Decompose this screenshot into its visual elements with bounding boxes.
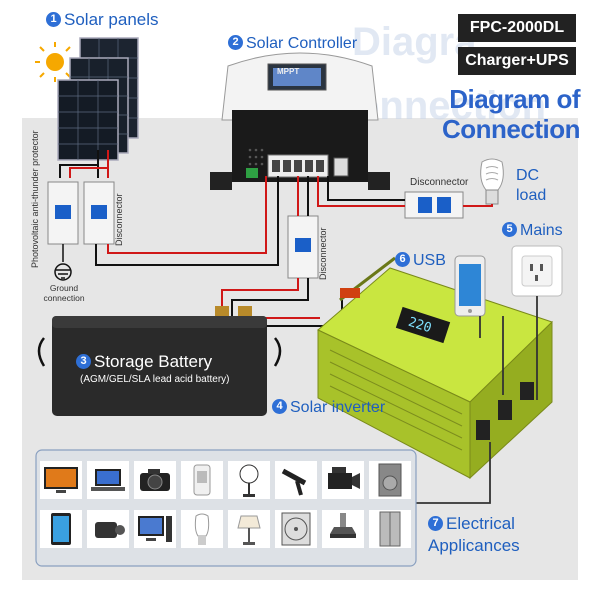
battery-disconnector <box>287 215 319 279</box>
mains-socket-icon <box>511 245 563 297</box>
solar-controller-icon <box>210 52 390 190</box>
watermark-line2: onnection <box>355 84 547 128</box>
battery-disconnector-label: Disconnector <box>318 227 328 280</box>
solar-inverter-icon <box>317 256 553 480</box>
solar-panels-icon <box>57 37 139 161</box>
pv-disconnector-label: Disconnector <box>114 193 124 246</box>
dc-disconnector-label: Disconnector <box>410 177 469 188</box>
tablet-icon <box>40 510 82 548</box>
camera-icon <box>134 461 176 499</box>
dc-load-bulb-icon <box>480 158 504 205</box>
phone-icon <box>454 255 486 317</box>
camcorder-icon <box>87 510 129 548</box>
ground-line2: connection <box>43 293 85 303</box>
title-line1: Diagram of <box>449 84 580 114</box>
watermark-line1: Diagra <box>352 20 477 64</box>
dc-load-label: DC load <box>516 166 546 206</box>
storage-battery-text: Storage Battery <box>94 352 213 371</box>
dc-disconnector <box>404 191 464 219</box>
solar-panels-text: Solar panels <box>64 10 159 29</box>
number-badge: 4 <box>272 399 287 415</box>
air-purifier-icon <box>181 461 223 499</box>
photovoltaic-protector <box>47 181 115 245</box>
bulb-icon <box>181 510 223 548</box>
battery-types-text: (AGM/GEL/SLA lead acid battery) <box>80 374 230 385</box>
solar-inverter-text: Solar inverter <box>290 399 386 416</box>
number-badge: 3 <box>76 354 91 370</box>
photovoltaic-label: Photovoltaic anti-thunder protector <box>30 130 40 268</box>
tv-icon <box>40 461 82 499</box>
usb-text: USB <box>413 252 446 269</box>
hair-dryer-icon <box>275 461 317 499</box>
number-badge: 1 <box>46 12 61 28</box>
number-badge: 6 <box>395 252 410 268</box>
page-title: Diagram of Connection <box>442 84 581 144</box>
type-badge: Charger+UPS <box>458 47 576 75</box>
number-badge: 5 <box>502 222 517 238</box>
electrical-line2: Applicances <box>428 536 520 555</box>
ground-icon <box>54 244 72 281</box>
mains-text: Mains <box>520 222 563 239</box>
box-fan-icon <box>275 510 317 548</box>
number-badge: 2 <box>228 35 243 51</box>
ground-line1: Ground <box>49 283 79 293</box>
video-camera-icon <box>322 461 364 499</box>
desktop-icon <box>134 510 176 548</box>
dc-load-line2: load <box>516 187 547 204</box>
ground-label: Ground connection <box>38 283 90 303</box>
laptop-icon <box>87 461 129 499</box>
number-badge: 7 <box>428 516 443 532</box>
model-badge: FPC-2000DL <box>458 14 576 42</box>
refrigerator-icon <box>369 510 411 548</box>
sun-icon <box>35 42 75 82</box>
solar-controller-text: Solar Controller <box>246 35 358 52</box>
fan-icon <box>228 461 270 499</box>
washing-machine-icon <box>369 461 411 499</box>
dc-load-line1: DC <box>516 167 540 184</box>
storage-battery-icon <box>37 306 282 416</box>
mppt-text: MPPT <box>277 67 300 76</box>
electrical-line1: Electrical <box>446 514 515 533</box>
title-line2: Connection <box>442 114 581 144</box>
range-hood-icon <box>322 510 364 548</box>
lamp-icon <box>228 510 270 548</box>
